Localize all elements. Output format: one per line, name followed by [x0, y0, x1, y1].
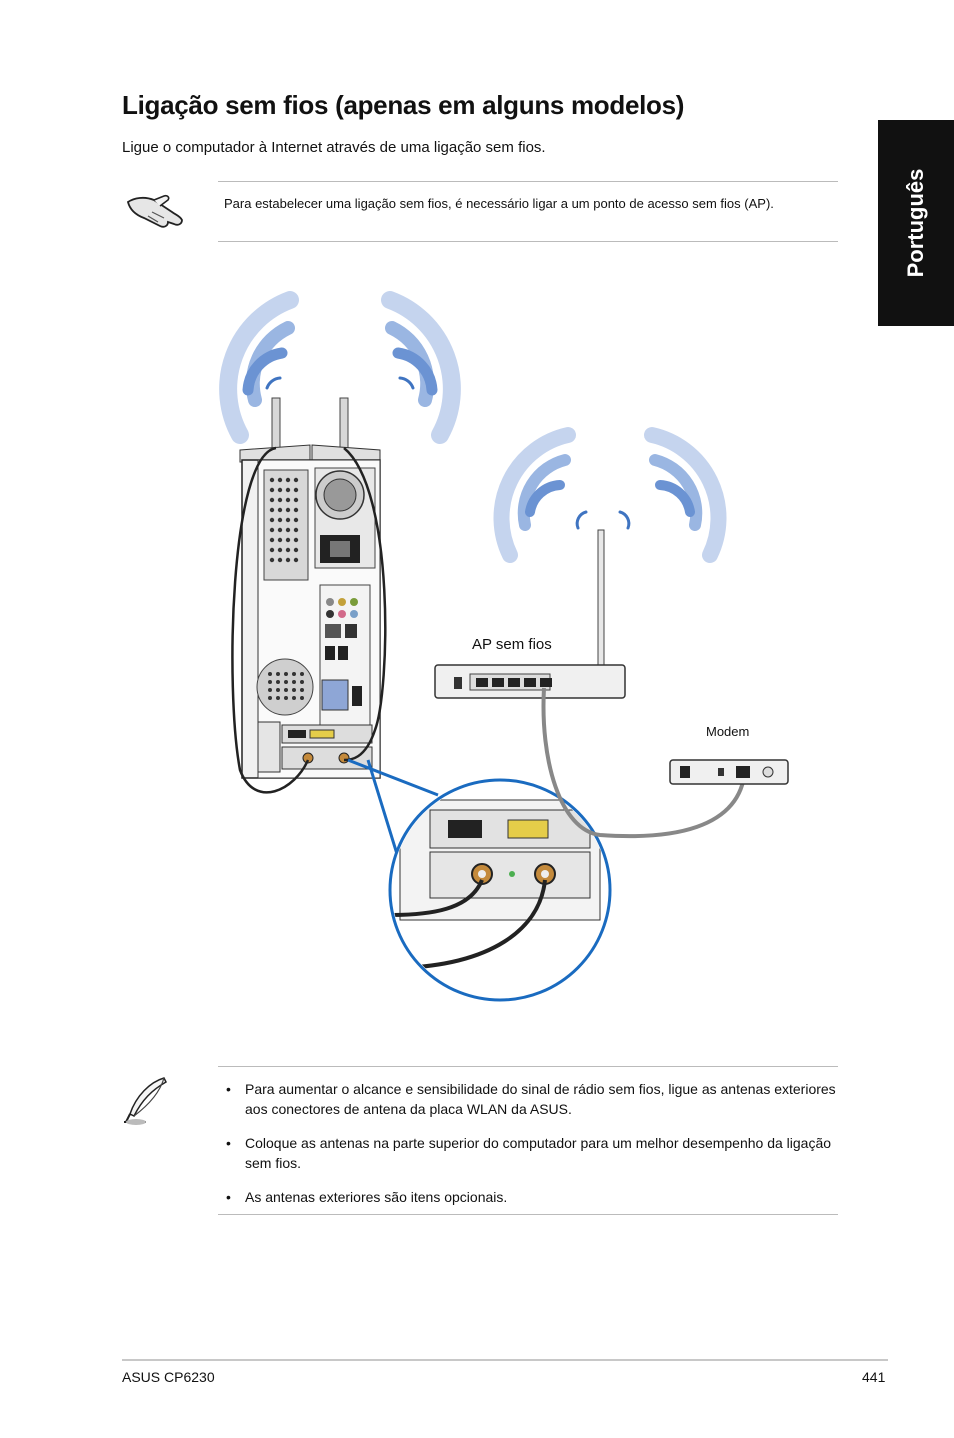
- wireless-ap-router: [434, 529, 626, 699]
- note-box: Para estabelecer uma ligação sem fios, é…: [218, 181, 838, 242]
- pc-right-antenna-waves: [381, 291, 461, 444]
- modem-label: Modem: [706, 724, 750, 739]
- feather-pen-icon: [124, 1077, 167, 1125]
- modem-device: [669, 759, 789, 785]
- tips-list: •Para aumentar o alcance e sensibilidade…: [218, 1079, 838, 1221]
- list-item: •Coloque as antenas na parte superior do…: [226, 1135, 832, 1171]
- language-tab: Português: [878, 120, 954, 326]
- ap-antenna-waves: [493, 427, 727, 563]
- list-item: •As antenas exteriores são itens opciona…: [226, 1189, 508, 1205]
- tips-box: •Para aumentar o alcance e sensibilidade…: [218, 1066, 838, 1215]
- intro-text: Ligue o computador à Internet através de…: [122, 139, 546, 156]
- footer-divider: [122, 1359, 888, 1361]
- diagram-illustration: [219, 291, 789, 1002]
- wlan-card-zoom: [388, 778, 612, 1002]
- list-item: •Para aumentar o alcance e sensibilidade…: [226, 1081, 836, 1117]
- desktop-pc-rear: [231, 397, 387, 794]
- language-tab-label: Português: [903, 168, 928, 278]
- ap-label: AP sem fios: [472, 636, 552, 653]
- hand-pointing-icon: [126, 194, 183, 228]
- page-title: Ligação sem fios (apenas em alguns model…: [122, 90, 685, 120]
- note-text: Para estabelecer uma ligação sem fios, é…: [224, 196, 774, 211]
- pc-left-antenna-waves: [219, 291, 299, 444]
- footer-model: ASUS CP6230: [122, 1369, 215, 1385]
- wireless-connection-diagram: AP sem fios Modem: [170, 290, 820, 1010]
- footer-page-number: 441: [862, 1369, 886, 1385]
